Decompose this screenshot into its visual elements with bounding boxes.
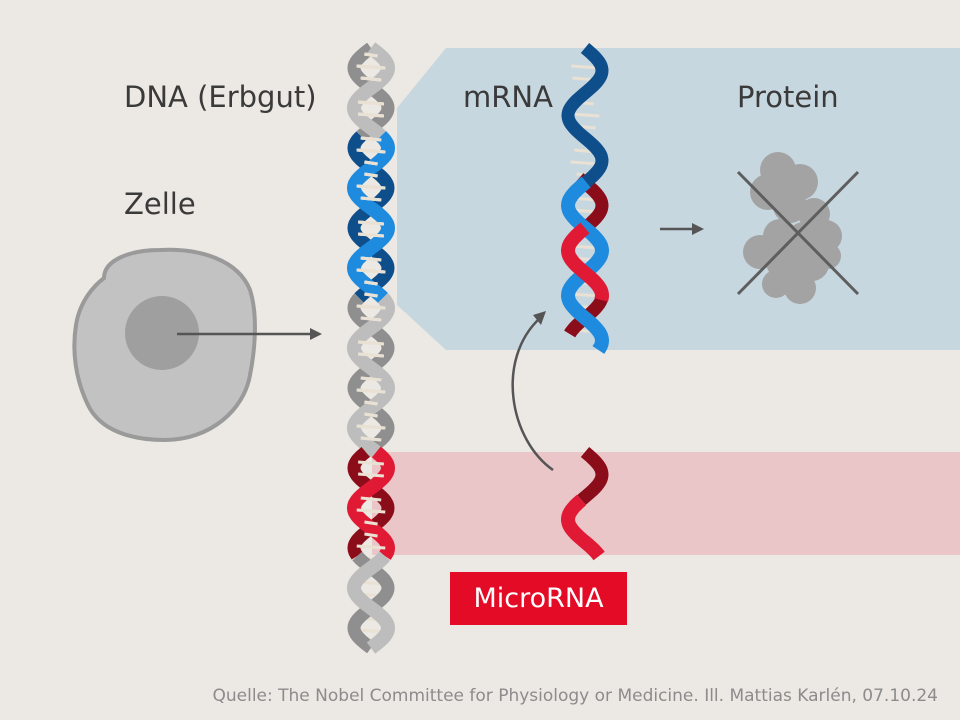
microrna-strand-back (577, 447, 609, 505)
base-pair (356, 268, 386, 274)
microrna-strand (560, 447, 609, 561)
dna-front-strand (346, 42, 396, 142)
mrna-to-protein-arrow (660, 223, 704, 235)
base-pair (364, 172, 378, 178)
base-pair (364, 520, 378, 526)
base-pair (364, 160, 378, 166)
dna-label: DNA (Erbgut) (124, 80, 317, 114)
cell-label: Zelle (124, 187, 196, 221)
microrna-label: MicroRNA (473, 583, 604, 614)
mrna-label: mRNA (463, 80, 553, 114)
mrna-strand (560, 43, 610, 354)
cell-icon (72, 247, 257, 443)
cell-to-dna-arrow (177, 328, 322, 340)
base-pair (360, 76, 382, 82)
microrna-strand-front (560, 494, 605, 561)
base-pair (356, 508, 386, 514)
base-pair (358, 112, 384, 118)
base-pair (360, 436, 382, 442)
base-pair (364, 412, 378, 418)
base-pair (356, 64, 386, 70)
base-pair (358, 100, 384, 106)
microrna-band (372, 452, 960, 555)
base-pair (360, 316, 382, 322)
cross-out-icon (736, 170, 860, 296)
base-pair (360, 496, 382, 502)
source-credit: Quelle: The Nobel Committee for Physiolo… (212, 686, 938, 706)
microrna-binding-arrow (511, 311, 554, 472)
microrna-badge-label: MicroRNA (450, 572, 627, 625)
base-pair (360, 196, 382, 202)
mrna-strand-front (560, 176, 610, 354)
dna-front-strand (346, 446, 396, 560)
base-pair (570, 292, 600, 298)
base-pair (364, 532, 378, 538)
dna-front-strand (346, 551, 396, 654)
bound-microrna-front (560, 222, 610, 302)
base-pair (356, 424, 386, 430)
base-pair (356, 304, 386, 310)
base-pair (356, 388, 386, 394)
base-pair (358, 232, 384, 238)
microrna-badge (450, 572, 627, 625)
base-pair (356, 184, 386, 190)
base-pair (570, 160, 600, 166)
base-pair (360, 376, 382, 382)
base-pair (364, 400, 378, 406)
base-pair (364, 52, 378, 58)
dna-front-strand (346, 293, 396, 458)
base-pair (571, 64, 599, 70)
dna-double-helix (346, 42, 396, 654)
base-pair (358, 352, 384, 358)
base-pair (358, 472, 384, 478)
base-pair (364, 280, 378, 286)
base-pair (364, 292, 378, 298)
mrna-strand-top (561, 43, 609, 187)
base-pair (570, 112, 600, 118)
base-pair (360, 136, 382, 142)
protein-label: Protein (737, 80, 839, 114)
dna-back-strand (347, 447, 395, 560)
base-pair (358, 220, 384, 226)
base-pair (356, 544, 386, 550)
base-pair (358, 340, 384, 346)
base-pair (358, 460, 384, 466)
base-pair (360, 256, 382, 262)
base-pair (356, 148, 386, 154)
